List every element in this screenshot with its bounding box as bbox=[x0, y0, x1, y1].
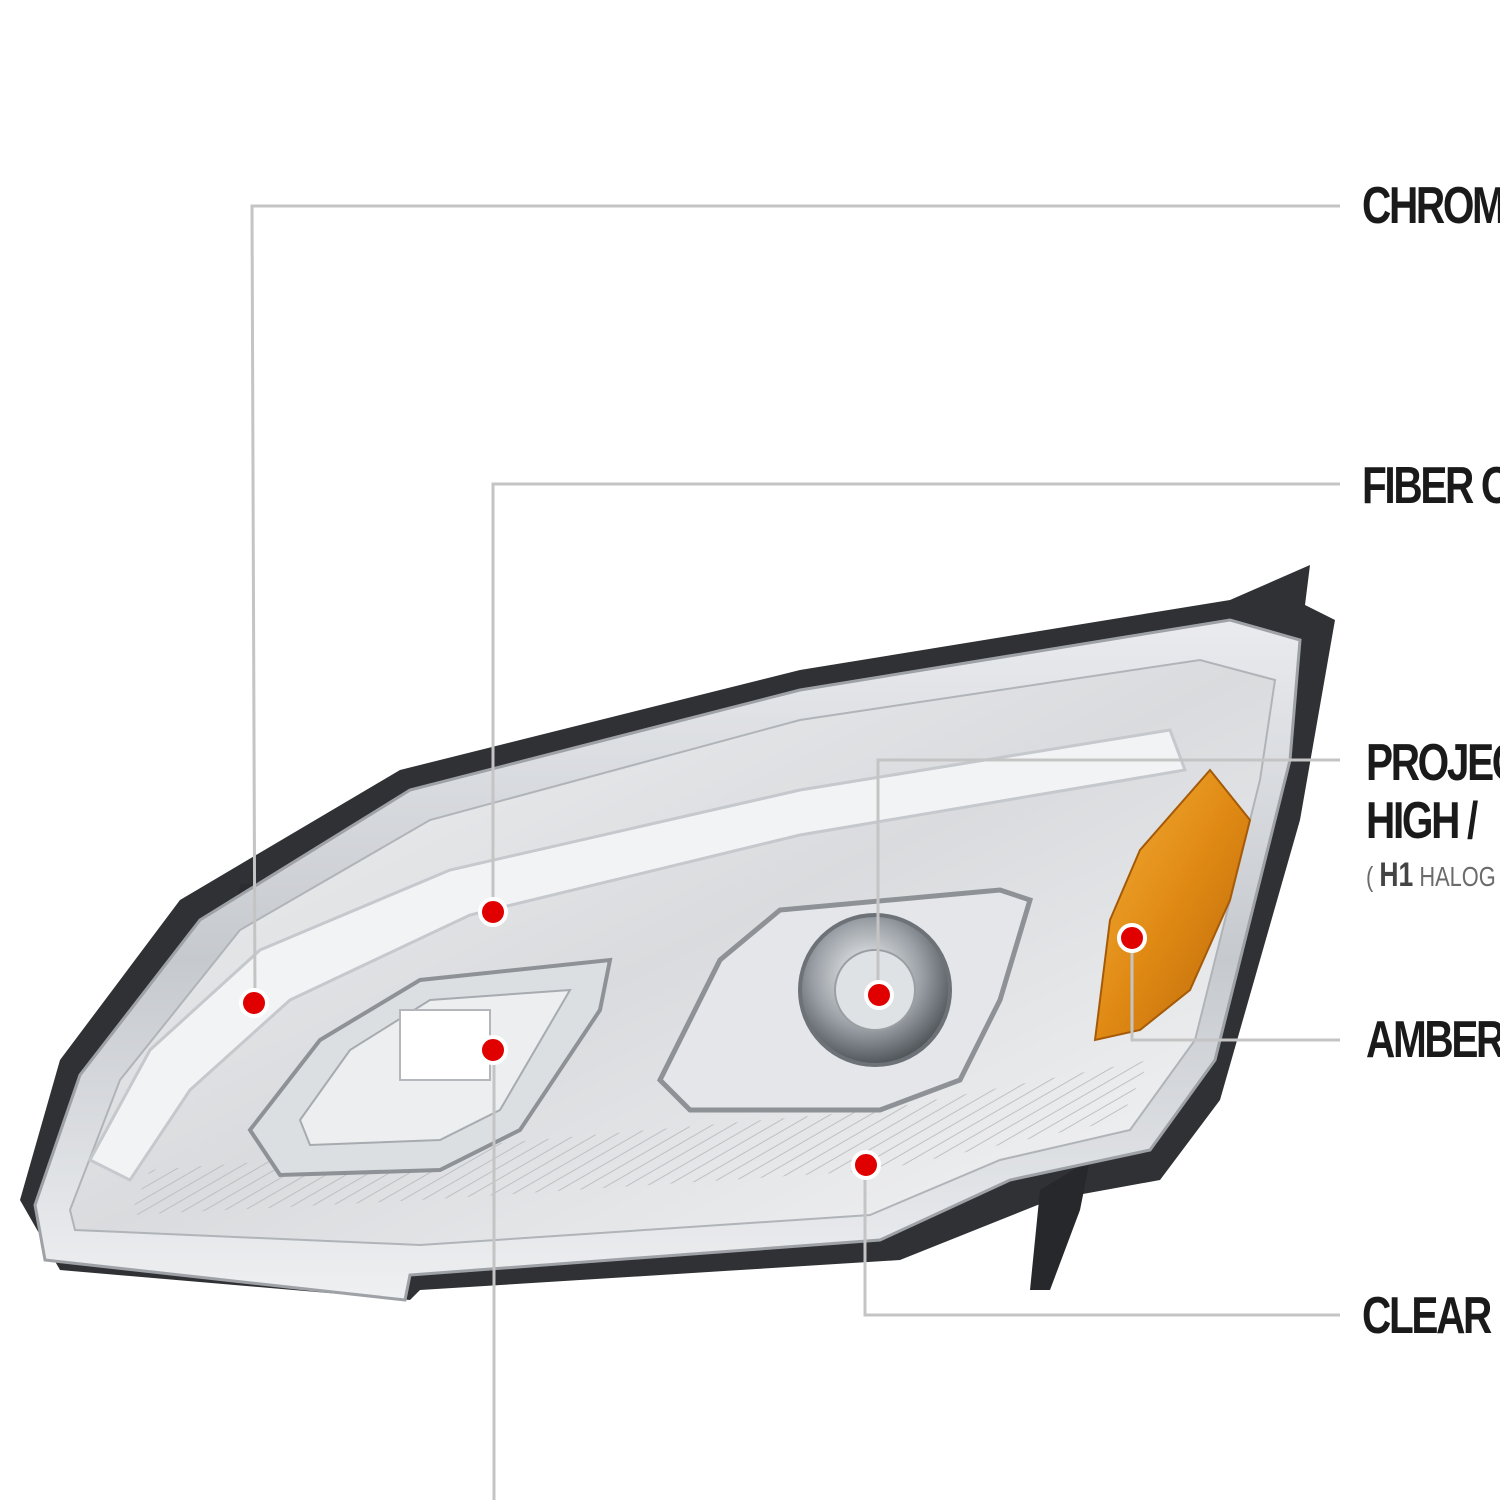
leader-projector bbox=[876, 758, 1340, 995]
note-open-paren: ( bbox=[1366, 861, 1374, 892]
dot-low-beam bbox=[478, 1035, 508, 1065]
leader-amber bbox=[1130, 940, 1340, 1042]
leader-chrome bbox=[250, 204, 1340, 1004]
leader-lines bbox=[250, 204, 1340, 1500]
label-projector-line1: PROJEC bbox=[1366, 734, 1500, 792]
callout-dots bbox=[239, 897, 1147, 1180]
dot-amber bbox=[1117, 923, 1147, 953]
dot-projector bbox=[864, 980, 894, 1010]
amber-marker bbox=[1093, 768, 1252, 1042]
label-projector-line2: HIGH / bbox=[1366, 792, 1478, 850]
label-amber: AMBER bbox=[1366, 1011, 1500, 1069]
dot-fiber bbox=[478, 897, 508, 927]
note-bulb-rest: HALOG bbox=[1419, 861, 1496, 892]
label-fiber-optic: FIBER O bbox=[1362, 457, 1500, 515]
mount-tab-bottom bbox=[1030, 1160, 1090, 1290]
label-clear: CLEAR I bbox=[1362, 1287, 1500, 1345]
label-projector-note: ( H1 HALOG bbox=[1366, 856, 1496, 895]
leader-clear bbox=[863, 1165, 1340, 1317]
note-bulb-type: H1 bbox=[1379, 856, 1414, 894]
label-chrome: CHROM bbox=[1362, 177, 1500, 235]
leader-fiber bbox=[491, 482, 1340, 912]
dot-clear bbox=[851, 1150, 881, 1180]
low-beam-bulb-block bbox=[399, 1009, 491, 1081]
fiber-optic-strip bbox=[87, 728, 1188, 1182]
lower-reflector bbox=[130, 1060, 1150, 1215]
dot-chrome bbox=[239, 988, 269, 1018]
